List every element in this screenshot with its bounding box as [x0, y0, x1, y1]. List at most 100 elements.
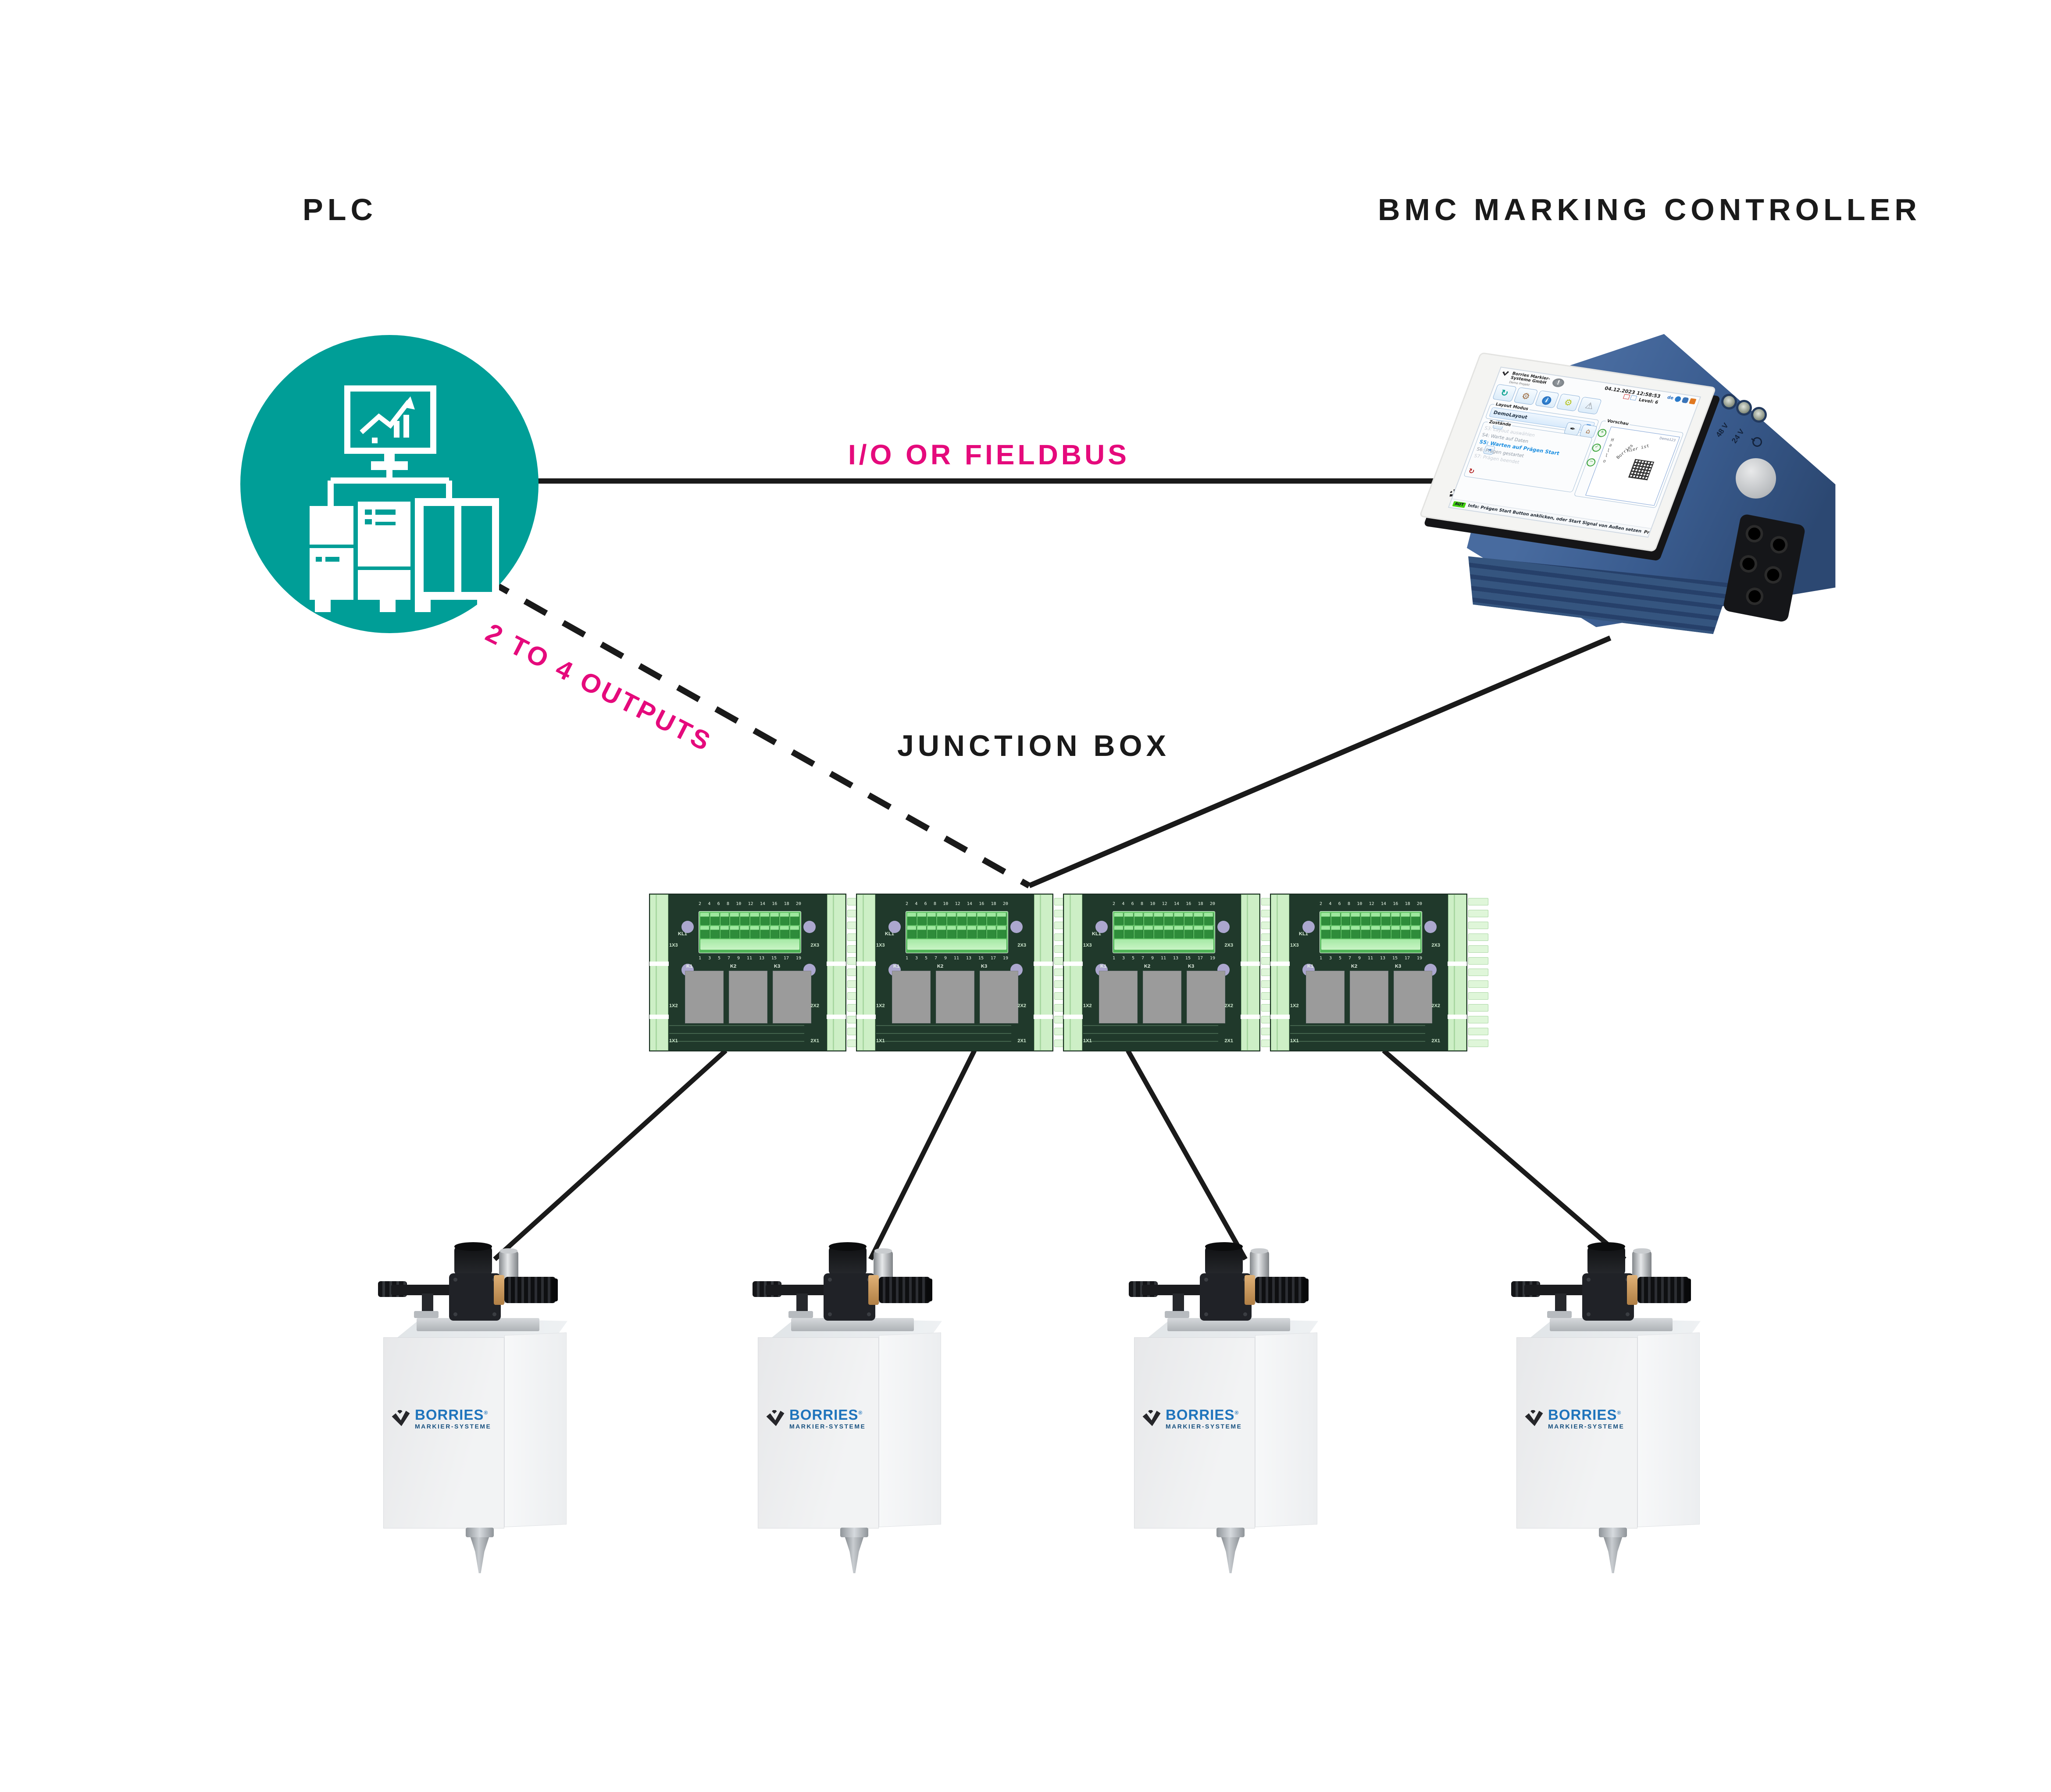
relay: K1	[1306, 964, 1345, 1023]
info-button[interactable]: i	[1534, 390, 1560, 409]
port-1x3: 1X3	[1290, 943, 1299, 948]
elbow-fitting	[796, 1293, 808, 1314]
port-1x1: 1X1	[669, 1038, 678, 1044]
port-1x3: 1X3	[1083, 943, 1092, 948]
terminal-block-label: KL1	[678, 931, 687, 937]
port-1x2: 1X2	[876, 1003, 885, 1008]
marking-units: BORRIES® MARKIER-SYSTEME BORRIES® MARKIE…	[0, 1242, 2051, 1595]
valve-cap	[1587, 1242, 1625, 1275]
valve-block	[449, 1273, 501, 1321]
logo-sub: MARKIER-SYSTEME	[1166, 1423, 1242, 1430]
port-2x2: 2X2	[1224, 1003, 1233, 1008]
logo-sub: MARKIER-SYSTEME	[1548, 1423, 1625, 1430]
io-fieldbus-label: I/O OR FIELDBUS	[848, 439, 1130, 470]
terminal-block	[1320, 911, 1422, 953]
brass-ring	[868, 1275, 879, 1305]
elbow-fitting	[422, 1293, 433, 1314]
edge-connector-right	[1241, 894, 1260, 1051]
settings-button[interactable]: ⚙	[1556, 393, 1581, 412]
valve-block	[824, 1273, 875, 1321]
controller-junction-line	[1028, 635, 1612, 888]
relay: K3	[980, 964, 1018, 1023]
pcb-traces	[669, 1025, 804, 1049]
marking-unit: BORRIES® MARKIER-SYSTEME	[1511, 1242, 1704, 1573]
marker-box-front-face	[758, 1337, 879, 1528]
marking-needle	[470, 1537, 489, 1573]
marker-box-front-face	[1134, 1337, 1255, 1528]
controller-round-button	[1736, 458, 1776, 499]
port-2x2: 2X2	[1017, 1003, 1026, 1008]
globe-icon[interactable]	[1674, 396, 1682, 403]
exit-icon[interactable]	[1689, 398, 1697, 405]
marker-box-front-face	[1516, 1337, 1637, 1528]
valve-cap	[829, 1242, 867, 1275]
junction-box-label: JUNCTION BOX	[897, 729, 1170, 762]
needle-collar	[466, 1528, 494, 1537]
valve-cap	[454, 1242, 492, 1275]
preview-qr-code	[1628, 459, 1655, 481]
edge-connector-right	[1034, 894, 1053, 1051]
port-1x2: 1X2	[669, 1003, 678, 1008]
refresh-button[interactable]: ↻	[1492, 384, 1517, 402]
fitting-base	[1547, 1311, 1572, 1318]
needle-collar	[1216, 1528, 1245, 1537]
port-1x2: 1X2	[1290, 1003, 1299, 1008]
language-button[interactable]: de	[1666, 395, 1674, 401]
save-icon[interactable]	[1623, 394, 1630, 400]
pcb-traces	[876, 1025, 1011, 1049]
port-2x1: 2X1	[1017, 1038, 1026, 1044]
port-2x3: 2X3	[1017, 943, 1026, 948]
screen-logo-chevron-icon	[1502, 371, 1509, 376]
bmc-marking-controller: 48 V 24 V BORRIES MARKIER-SYSTEME Borrie…	[1419, 327, 1846, 634]
port-1x1: 1X1	[1083, 1038, 1092, 1044]
zoom-out-icon[interactable]: −	[1585, 457, 1597, 467]
marking-unit: BORRIES® MARKIER-SYSTEME	[1129, 1242, 1322, 1573]
alert-icon[interactable]: !	[1551, 378, 1566, 388]
doc-icon[interactable]	[1630, 395, 1637, 401]
brass-ring	[1627, 1275, 1637, 1305]
user-icon[interactable]	[1681, 397, 1689, 403]
tools-button[interactable]: ⚙	[1513, 387, 1538, 405]
terminal-block	[699, 911, 801, 953]
controller-screen-bezel: BORRIES MARKIER-SYSTEME Borries Markier-…	[1419, 352, 1717, 552]
warning-button[interactable]: ⚠	[1577, 396, 1602, 415]
edge-connector-right	[827, 894, 846, 1051]
port-1x2: 1X2	[1083, 1003, 1092, 1008]
mode-badge: AUT	[1452, 501, 1466, 508]
port-2x2: 2X2	[1431, 1003, 1440, 1008]
port-1x1: 1X1	[876, 1038, 885, 1044]
zoom-in-icon[interactable]: +	[1596, 428, 1608, 438]
elbow-fitting	[1555, 1293, 1566, 1314]
marking-unit: BORRIES® MARKIER-SYSTEME	[378, 1242, 571, 1573]
marker-box-front-face	[383, 1337, 504, 1528]
needle-collar	[1599, 1528, 1627, 1537]
logo-name: BORRIES®	[789, 1407, 863, 1423]
relay: K1	[892, 964, 931, 1023]
zoom-fit-icon[interactable]: ✓	[1591, 443, 1602, 452]
relay: K3	[773, 964, 811, 1023]
edge-connector-left	[1270, 894, 1290, 1051]
relay: K3	[1187, 964, 1225, 1023]
valve-block	[1582, 1273, 1634, 1321]
brass-ring	[1245, 1275, 1255, 1305]
plc-icon	[240, 335, 539, 633]
fitting-base	[788, 1311, 813, 1318]
